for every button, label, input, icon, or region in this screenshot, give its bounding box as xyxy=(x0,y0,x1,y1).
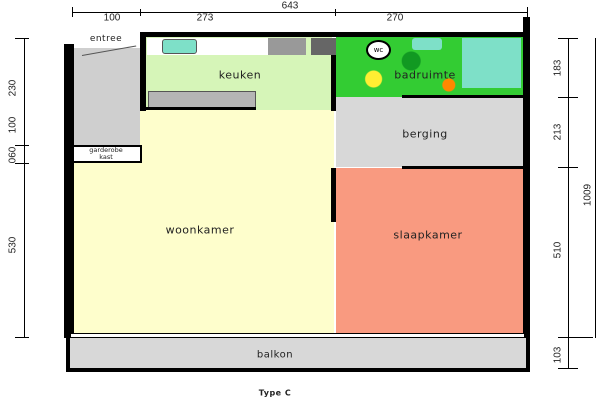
wall-interior xyxy=(331,55,336,111)
dim-top-1: 100 xyxy=(103,12,121,24)
keuken-label: keuken xyxy=(218,68,262,82)
dim-left-2: 100 xyxy=(7,116,19,134)
dimension-line-total-depth xyxy=(595,38,596,338)
entree-label: entree xyxy=(89,34,123,44)
berging-label: berging xyxy=(402,127,448,141)
dimension-tick xyxy=(15,337,29,338)
dim-total-width: 643 xyxy=(281,0,299,12)
dimension-tick xyxy=(558,38,578,39)
badruimte-label: badruimte xyxy=(394,68,456,82)
dim-total-depth: 1009 xyxy=(582,183,594,207)
dim-right-4: 103 xyxy=(552,346,564,364)
wc-icon: wc xyxy=(366,40,391,60)
wall-bath xyxy=(402,95,524,98)
dim-left-1: 230 xyxy=(7,79,19,97)
wall-kitchen-bottom xyxy=(140,107,256,110)
dimension-tick xyxy=(15,163,29,164)
window-frame xyxy=(70,333,525,338)
dim-left-4: 530 xyxy=(7,236,19,254)
dimension-tick xyxy=(140,9,141,16)
dimension-tick xyxy=(72,7,73,17)
dim-right-3: 510 xyxy=(552,241,564,259)
balkon-area xyxy=(66,338,530,372)
dimension-tick xyxy=(15,145,29,146)
dimension-tick xyxy=(558,368,578,369)
wall-right xyxy=(523,17,530,372)
dimension-tick xyxy=(335,9,336,16)
dim-top-2: 273 xyxy=(196,12,214,24)
wall-left xyxy=(64,44,74,338)
woonkamer-label: woonkamer xyxy=(165,223,235,237)
wall-kitchen-left xyxy=(140,32,146,111)
dim-top-3: 270 xyxy=(386,12,404,24)
slaapkamer-label: slaapkamer xyxy=(393,228,463,242)
shower-icon xyxy=(462,38,521,88)
dimension-tick xyxy=(558,167,578,168)
slaapkamer-room xyxy=(336,168,524,335)
dimension-tick xyxy=(558,97,578,98)
stove-icon xyxy=(268,38,306,55)
kitchen-cabinets xyxy=(148,91,256,108)
kitchen-sink-icon xyxy=(162,39,197,54)
wall-berging xyxy=(402,166,524,169)
dim-right-2: 213 xyxy=(552,123,564,141)
shaft xyxy=(311,38,336,55)
dimension-tick xyxy=(527,7,528,17)
wall-interior xyxy=(331,168,336,222)
dimension-line-top xyxy=(72,12,527,13)
dimension-tick xyxy=(558,337,593,338)
berging-room xyxy=(336,97,524,167)
dim-left-3: 060 xyxy=(7,146,19,164)
bathroom-sink-icon xyxy=(412,38,442,50)
entree-area-lower xyxy=(74,110,140,145)
dim-right-1: 183 xyxy=(552,59,564,77)
dimension-tick xyxy=(15,38,29,39)
balkon-label: balkon xyxy=(256,349,294,361)
wall-top xyxy=(140,32,530,37)
dimension-line-right xyxy=(568,38,569,368)
plan-title: Type C xyxy=(258,388,292,398)
dimension-line-left xyxy=(24,38,25,338)
